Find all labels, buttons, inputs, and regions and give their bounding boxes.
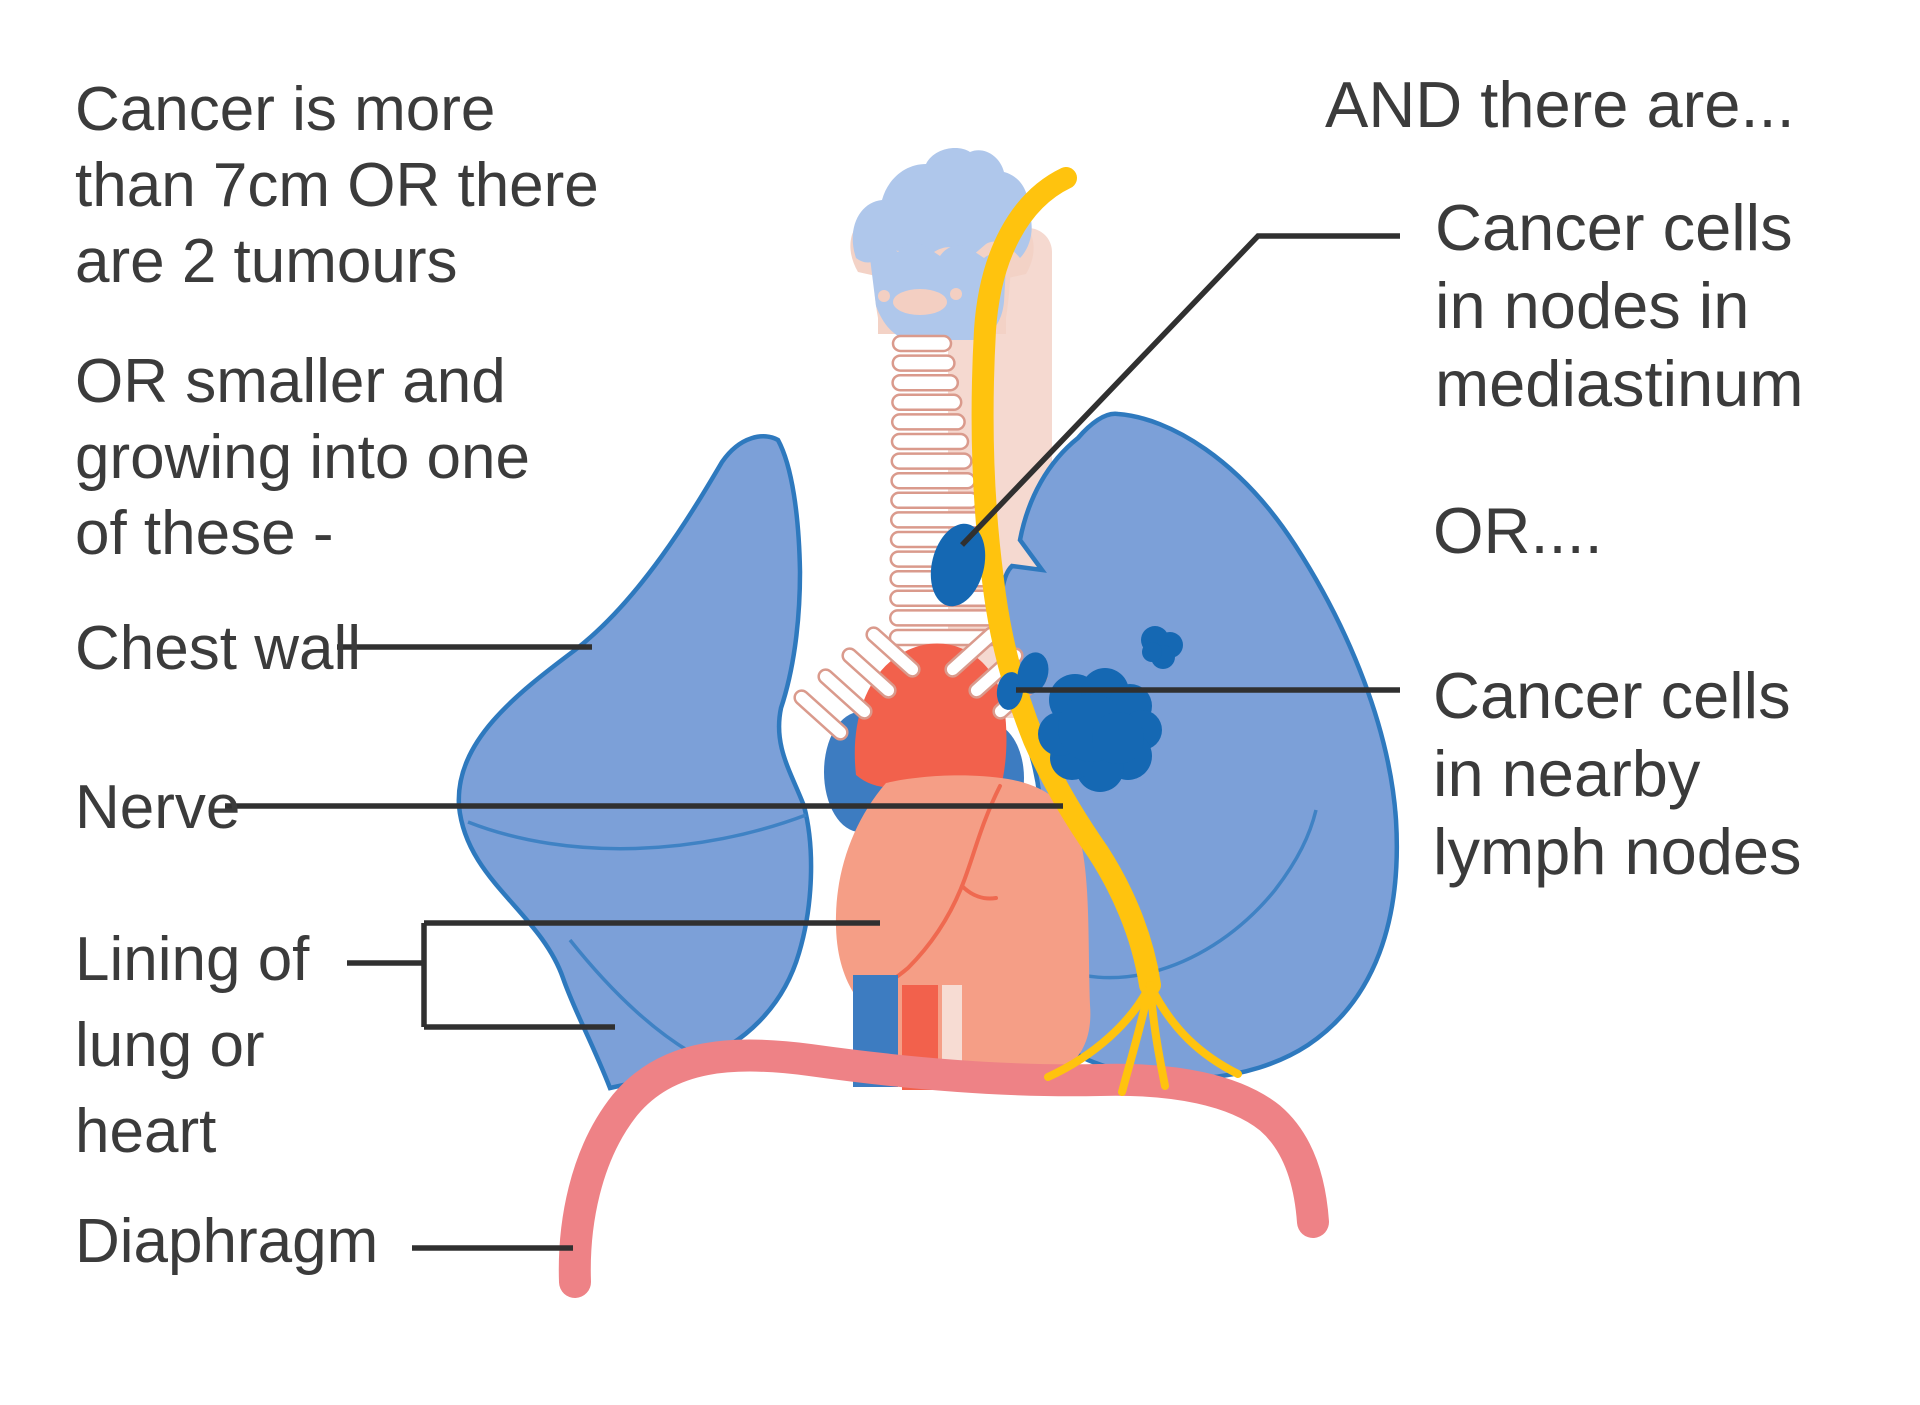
intro-line-2: than 7cm OR there: [75, 151, 599, 220]
label-mediastinum-line-2: in nodes in: [1435, 269, 1749, 342]
right-text-column: AND there are... Cancer cells in nodes i…: [1325, 68, 1803, 888]
heart: [835, 775, 1091, 1085]
tumour-satellite: [1141, 626, 1183, 669]
label-nerve: Nerve: [75, 773, 240, 842]
label-lining-line-1: Lining of: [75, 925, 310, 994]
right-lung: [456, 434, 814, 1091]
tumour-mass: [1038, 668, 1162, 792]
label-diaphragm: Diaphragm: [75, 1207, 378, 1276]
label-mediastinum-line-1: Cancer cells: [1435, 191, 1793, 264]
or-intro-line-3: of these -: [75, 499, 333, 568]
trachea: [888, 334, 1004, 647]
right-lung-fissure-oblique: [568, 938, 691, 1054]
intro-line-3: are 2 tumours: [75, 227, 458, 296]
intro-line-1: Cancer is more: [75, 75, 495, 144]
label-nearby-line-2: in nearby: [1433, 737, 1701, 810]
label-lining-line-3: heart: [75, 1097, 216, 1166]
left-lung-fissure: [1041, 809, 1318, 980]
or-intro-line-1: OR smaller and: [75, 347, 506, 416]
pointer-mediastinum-nodes: [960, 233, 1400, 547]
label-chest-wall: Chest wall: [75, 614, 361, 683]
label-lining-line-2: lung or: [75, 1011, 265, 1080]
larynx-body: [869, 242, 1006, 340]
lymph-nodes-nearby: [996, 652, 1049, 710]
vagus-nerve: [971, 167, 1242, 1096]
right-lung-fissure-horizontal: [467, 813, 807, 851]
or-intro-line-2: growing into one: [75, 423, 530, 492]
coronary-branch: [960, 884, 998, 901]
label-mediastinum-line-3: mediastinum: [1435, 347, 1803, 420]
larynx-crown: [852, 148, 1032, 263]
right-heading: AND there are...: [1325, 68, 1795, 141]
aorta: [854, 643, 1007, 795]
lymph-node-mediastinum: [930, 523, 986, 607]
left-text-column: Cancer is more than 7cm OR there are 2 t…: [75, 75, 599, 1276]
pointer-lining-bracket: [347, 920, 880, 1030]
label-nearby-line-3: lymph nodes: [1433, 815, 1802, 888]
diaphragm: [558, 1039, 1329, 1298]
label-nearby-line-1: Cancer cells: [1433, 659, 1791, 732]
label-or-more: OR....: [1433, 494, 1603, 567]
